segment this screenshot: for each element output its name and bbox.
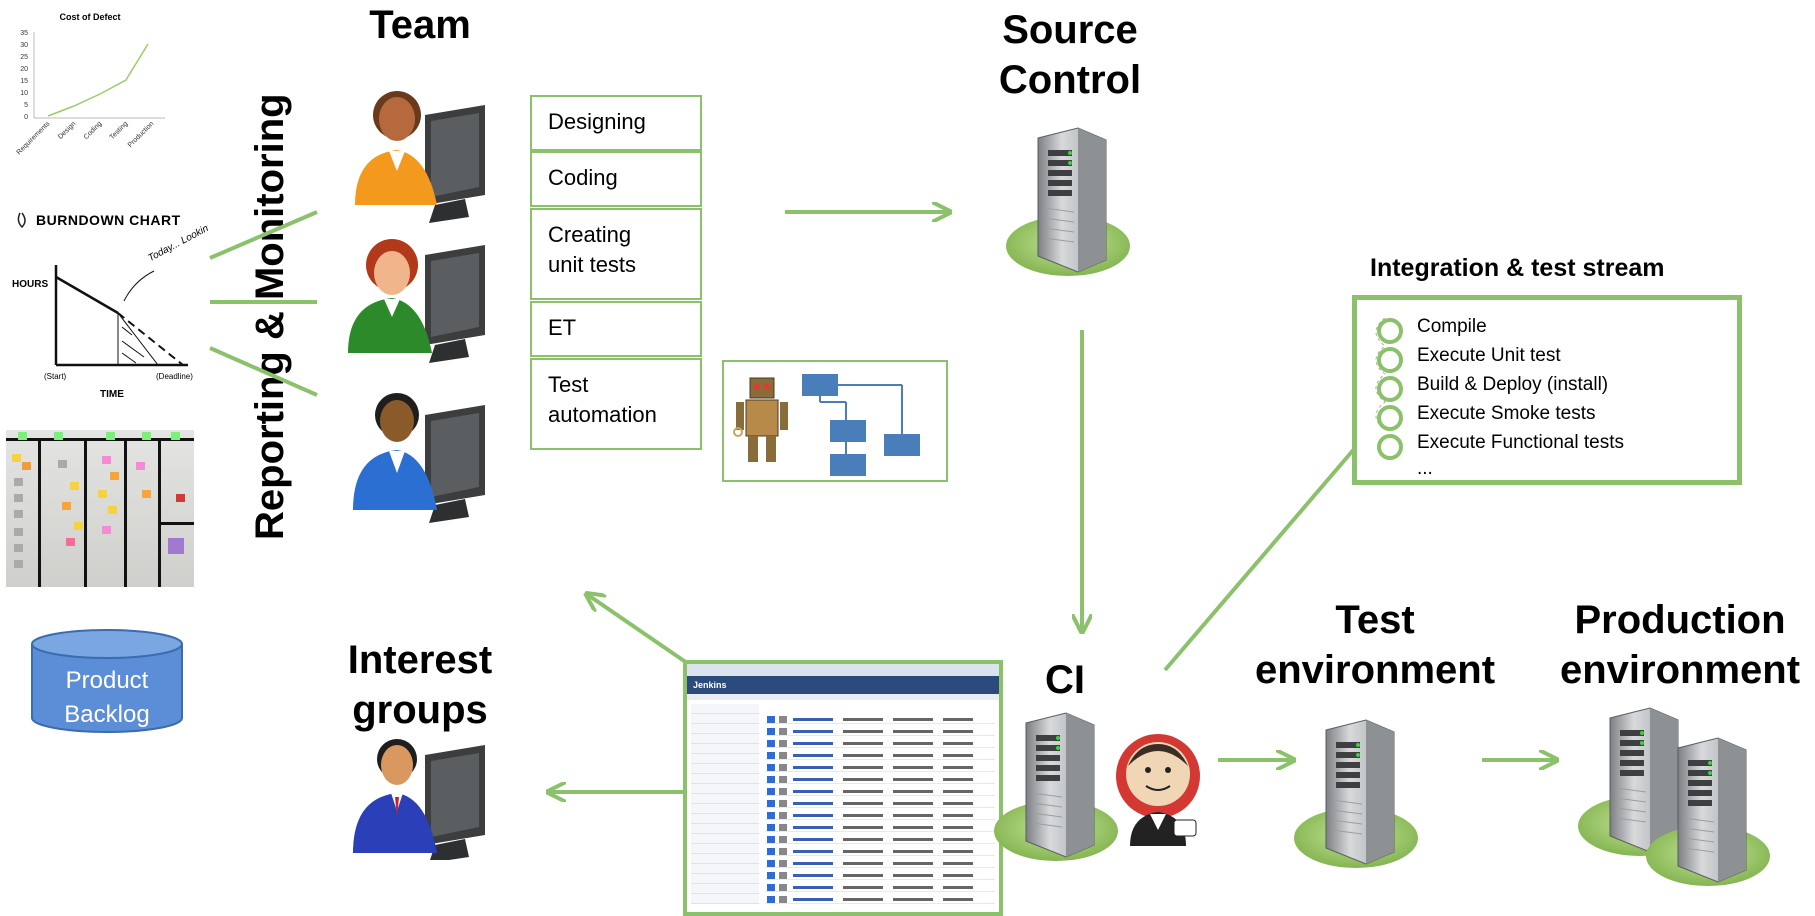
step-ring-icon [1377,318,1403,344]
person-icon [355,91,485,223]
xtick: Design [57,120,77,140]
ytick: 10 [20,90,28,97]
jenkins-butler-icon [1116,734,1200,846]
server-icon [993,712,1119,862]
xtick: Requirements [16,120,52,156]
stream-step: Execute Smoke tests [1417,403,1596,424]
burndown-chart-sketch: BURNDOWN CHART Today... Looking good! HO… [12,207,208,400]
kanban-board-photo [6,430,194,587]
step-ring-icon [1377,405,1403,431]
production-environment-title: Production environment [1559,598,1801,692]
interest-groups-title: Interest groups [347,638,493,732]
ytick: 30 [20,42,28,49]
product-backlog-cylinder: Product Backlog [31,629,183,733]
ytick: 15 [20,78,28,85]
ytick: 0 [24,114,28,121]
reporting-connectors [209,210,318,397]
step-ring-icon [1377,376,1403,402]
activity-test-automation: Test automation [530,358,702,450]
step-ring-icon [1377,434,1403,460]
stream-step: Build & Deploy (install) [1417,374,1609,395]
test-environment-title: Test environment [1254,598,1496,692]
activity-creating-unit-tests: Creating unit tests [530,208,702,300]
stream-step: Compile [1417,316,1487,337]
stream-connector [1375,318,1386,431]
burndown-ylabel: HOURS [12,279,48,290]
robot-icon [733,377,788,462]
ytick: 25 [20,54,28,61]
ytick: 20 [20,66,28,73]
cost-chart-title: Cost of Defect [59,12,120,22]
ytick: 35 [20,30,28,37]
ci-title: CI [1045,658,1085,702]
burndown-title: BURNDOWN CHART [36,212,181,228]
arrow-jenkins-to-team [588,595,692,667]
team-title: Team [369,3,471,47]
server-icon [1005,127,1131,277]
jenkins-dashboard-screenshot: Jenkins [683,660,1003,916]
server-icon [1293,719,1419,869]
jenkins-header: Jenkins [687,676,999,694]
burndown-xlabel: TIME [100,389,124,400]
step-ring-icon [1377,347,1403,373]
xtick: Testing [109,120,130,141]
backlog-label-line1: Product [66,667,149,694]
server-icon [1645,737,1771,887]
cost-of-defect-chart: Cost of Defect 35 30 25 20 15 10 5 0 Req… [16,12,165,156]
burndown-start: (Start) [44,372,67,381]
test-automation-illustration [722,360,948,482]
integration-test-stream-box: Compile Execute Unit test Build & Deploy… [1352,295,1742,485]
person-icon [353,739,485,860]
activity-et: ET [530,301,702,357]
stream-step: Execute Unit test [1417,345,1561,366]
xtick: Coding [83,120,104,141]
stream-title: Integration & test stream [1370,254,1665,282]
backlog-label-line2: Backlog [64,701,149,728]
person-icon [353,393,485,523]
source-control-title: Source Control [998,8,1142,102]
burndown-deadline: (Deadline) [156,372,193,381]
ytick: 5 [24,102,28,109]
cost-line [47,43,149,117]
activity-coding: Coding [530,151,702,207]
stream-step: ... [1417,458,1433,479]
person-icon [348,239,485,363]
xtick: Production [127,120,156,149]
stream-step: Execute Functional tests [1417,432,1624,453]
activity-designing: Designing [530,95,702,151]
flowchart-diagram [802,374,920,476]
